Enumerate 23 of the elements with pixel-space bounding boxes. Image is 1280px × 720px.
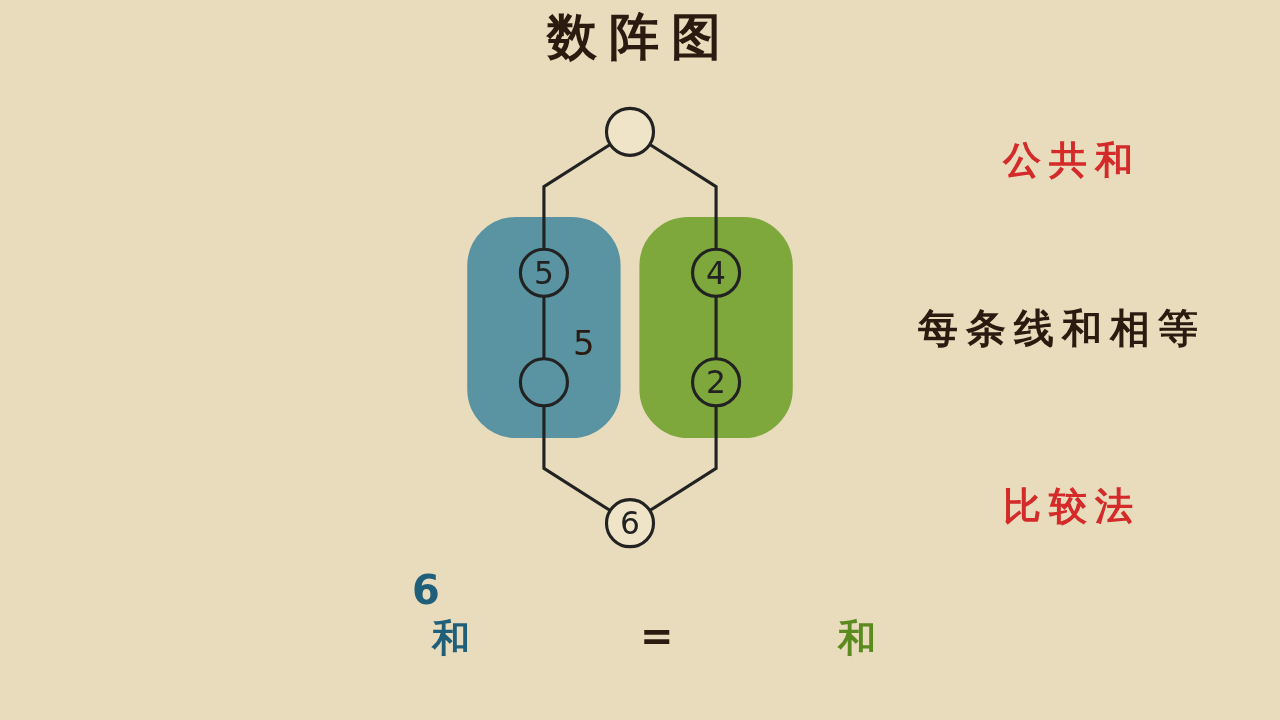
connector (542, 405, 611, 512)
connector (649, 405, 718, 512)
note-text: 每条线和相等 (918, 306, 1206, 350)
sum-value: 6 (412, 568, 448, 612)
sum-label: 和 (838, 618, 884, 660)
diagram-title: 数阵图 (547, 10, 733, 65)
node-circle (604, 106, 656, 157)
note-text: 公共和 (1003, 140, 1141, 182)
equals-sign: = (640, 614, 682, 658)
node-circle: 5 (518, 247, 569, 298)
node-circle: 2 (691, 357, 742, 408)
note-text: 比较法 (1003, 486, 1141, 528)
node-circle: 4 (691, 247, 742, 298)
beside-number: 5 (573, 325, 595, 363)
connector (542, 296, 546, 359)
connector (714, 296, 718, 359)
connector (542, 143, 611, 250)
sum-label: 和 (432, 618, 478, 660)
node-circle: 6 (604, 498, 656, 549)
connector (649, 143, 718, 250)
cluster (639, 216, 793, 439)
node-circle (518, 357, 569, 408)
cluster (467, 216, 621, 439)
